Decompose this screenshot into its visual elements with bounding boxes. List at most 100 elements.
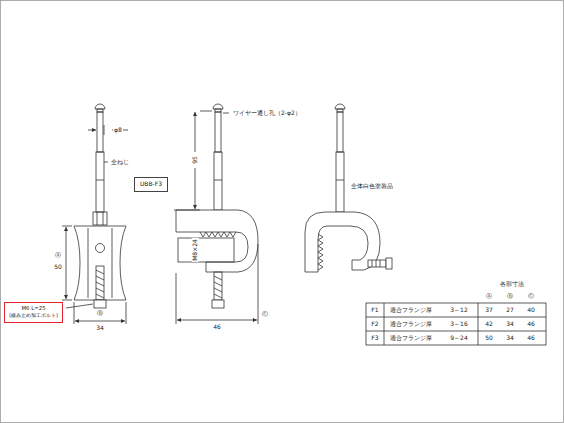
- side-view: [214, 180, 222, 181]
- table-cell: F3: [370, 335, 379, 342]
- dimension-symbol: Ⓑ: [96, 310, 104, 317]
- side-view: [176, 210, 258, 272]
- front-view: [88, 228, 89, 298]
- column-header: Ⓐ: [485, 293, 493, 300]
- perspective-view: [337, 109, 343, 112]
- side-view: [200, 232, 236, 237]
- dimension-table: [366, 331, 546, 332]
- side-view: [174, 104, 258, 324]
- dimension-lines: [104, 125, 105, 135]
- dimension-table: [366, 303, 546, 345]
- perspective-view: [337, 112, 343, 152]
- perspective-view: [372, 260, 380, 267]
- dimension-text: 50: [53, 264, 63, 271]
- table-cell: 40: [526, 307, 536, 314]
- dimension-lines: [75, 321, 125, 322]
- perspective-view: [336, 152, 344, 212]
- dimension-lines: [88, 130, 96, 131]
- note-text: 全ねじ: [110, 159, 130, 166]
- front-view: [96, 244, 105, 253]
- side-view: [212, 300, 224, 308]
- dimension-lines: [66, 227, 67, 299]
- dimension-table: [384, 303, 385, 345]
- side-view: [195, 168, 196, 209]
- model-name-box: UBB-F3: [134, 177, 168, 192]
- side-view: [195, 112, 196, 152]
- table-cell: 46: [526, 335, 536, 342]
- side-view: [258, 244, 259, 324]
- front-view: [103, 212, 104, 225]
- finish-note: 全体白色塗装品: [350, 183, 394, 190]
- dimension-table: [366, 303, 546, 345]
- side-view: [213, 104, 223, 109]
- column-header: Ⓒ: [527, 293, 535, 300]
- dimension-table: [366, 317, 546, 318]
- side-view: [214, 272, 222, 300]
- side-view: [174, 210, 200, 211]
- front-view: [97, 109, 103, 112]
- perspective-view: [335, 104, 345, 109]
- table-cell: F1: [370, 307, 379, 314]
- table-cell: 適合フランジ厚: [389, 335, 433, 342]
- dimension-symbol: Ⓒ: [261, 311, 269, 318]
- table-cell: 50: [484, 335, 494, 342]
- perspective-view: [318, 234, 323, 270]
- dimension-lines: [66, 304, 93, 308]
- side-view: [215, 109, 221, 112]
- side-view: [214, 152, 222, 210]
- side-view: [214, 276, 222, 298]
- side-view: [215, 112, 221, 152]
- dimension-lines: [126, 302, 127, 324]
- front-view: [93, 212, 107, 225]
- dimension-table: [478, 303, 479, 345]
- dimension-text: 34: [95, 325, 105, 332]
- leader-label: ワイヤー通し孔（2-φ2）: [232, 110, 302, 117]
- column-header: Ⓑ: [506, 293, 514, 300]
- perspective-view: [336, 180, 344, 181]
- side-view: [176, 273, 177, 324]
- dimension-text: 95: [192, 155, 199, 165]
- front-view: [112, 228, 113, 298]
- front-view: [97, 212, 98, 225]
- table-cell: 42: [484, 321, 494, 328]
- node-title: M6 L=25: [8, 305, 59, 312]
- dimension-text: φ8: [113, 127, 123, 134]
- thread-spec: M8×24: [192, 238, 199, 262]
- front-view: [97, 112, 103, 152]
- side-view: [200, 111, 212, 112]
- dimension-lines: [62, 125, 128, 324]
- table-cell: 適合フランジ厚: [389, 307, 433, 314]
- side-view: [178, 238, 234, 262]
- table-cell: 37: [484, 307, 494, 314]
- table-cell: 適合フランジ厚: [389, 321, 433, 328]
- front-view: [96, 266, 104, 300]
- table-cell: 46: [526, 321, 536, 328]
- dimension-symbol: Ⓐ: [54, 252, 62, 259]
- dimension-text: 46: [212, 324, 222, 331]
- side-view: [177, 320, 257, 321]
- perspective-view: [386, 258, 392, 269]
- table-cell: 9～24: [449, 335, 468, 342]
- front-view: [74, 226, 126, 300]
- side-view: [223, 113, 229, 114]
- front-view: [74, 104, 126, 308]
- perspective-view: [368, 260, 386, 267]
- dimension-lines: [74, 302, 75, 324]
- dimension-lines: [104, 162, 108, 163]
- table-cell: 3～16: [449, 321, 468, 328]
- bolt-callout-box: M6 L=25(緩み止め加工ボルト): [4, 302, 63, 323]
- table-cell: 3～12: [449, 307, 468, 314]
- node-note: (緩み止め加工ボルト): [8, 312, 59, 319]
- table-cell: 27: [505, 307, 515, 314]
- front-view: [96, 270, 104, 298]
- front-view: [94, 300, 106, 308]
- front-view: [95, 104, 105, 109]
- dimension-lines: [62, 226, 72, 227]
- dimension-lines: [62, 300, 72, 301]
- table-cell: 34: [505, 321, 515, 328]
- front-view: [96, 152, 104, 212]
